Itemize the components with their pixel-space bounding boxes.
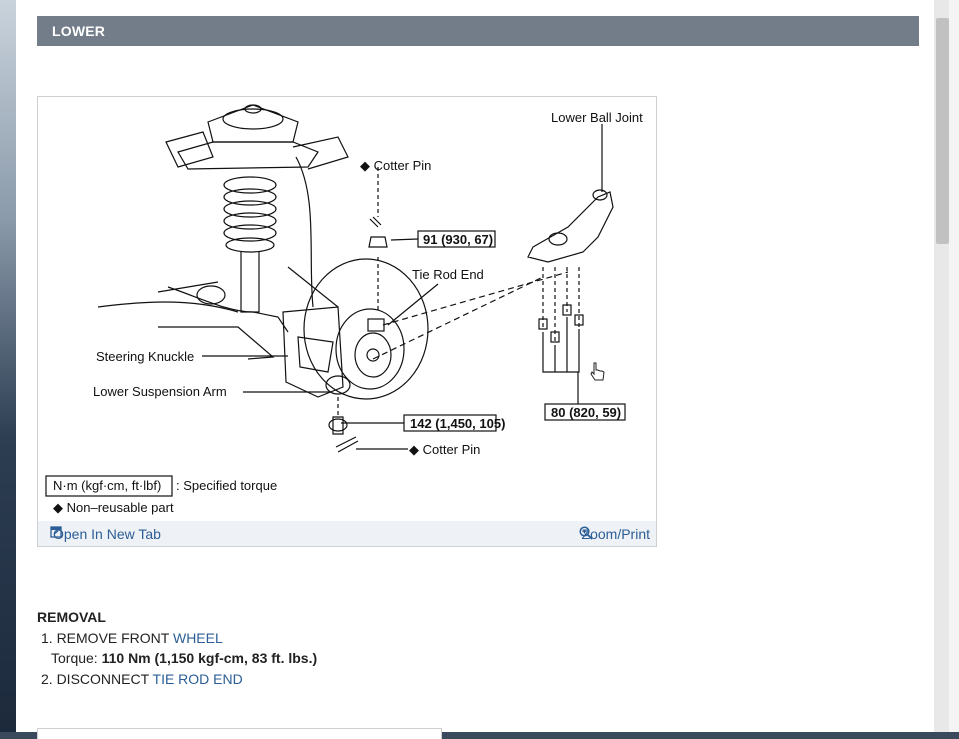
scrollbar-thumb[interactable] [936, 18, 949, 244]
window-edge [949, 0, 959, 732]
step-1-text: 1. REMOVE FRONT [41, 630, 173, 646]
torque-value-bottom: 142 (1,450, 105) [410, 416, 505, 431]
section-title: LOWER [52, 23, 106, 39]
torque-box-bottom [403, 414, 497, 432]
legend-nonreusable: ◆ Non–reusable part [53, 500, 174, 515]
label-steering-knuckle: Steering Knuckle [96, 349, 194, 364]
torque-spec: Torque: 110 Nm (1,150 kgf-cm, 83 ft. lbs… [51, 650, 317, 666]
ball-joint-drawing [527, 124, 614, 407]
torque-box-bolts [544, 403, 626, 421]
legend-unit: N·m (kgf·cm, ft·lbf) [53, 478, 161, 493]
fastener-drawing [335, 167, 569, 453]
diagram-figure: 91 (930, 67) 142 (1,450, 105) 80 (820, 5… [37, 96, 657, 547]
open-new-tab-label: Open In New Tab [53, 526, 161, 542]
hand-cursor-icon [590, 362, 605, 381]
label-cotter-pin-top: ◆ Cotter Pin [360, 158, 431, 173]
section-header: LOWER [37, 16, 919, 46]
strut-assembly-drawing [97, 104, 349, 360]
torque-box-top [417, 230, 496, 248]
tie-rod-end-link[interactable]: TIE ROD END [152, 671, 243, 687]
background-window [0, 0, 20, 732]
removal-step-1: 1. REMOVE FRONT WHEEL [41, 630, 223, 646]
label-lower-ball-joint: Lower Ball Joint [551, 110, 643, 125]
torque-label: Torque: [51, 650, 102, 666]
legend-unit-description: : Specified torque [176, 478, 277, 493]
label-lower-suspension-arm: Lower Suspension Arm [93, 384, 227, 399]
removal-heading: REMOVAL [37, 609, 106, 625]
step-2-text: 2. DISCONNECT [41, 671, 153, 687]
label-tie-rod-end: Tie Rod End [412, 267, 484, 282]
leader-lines [202, 238, 439, 450]
wheel-link[interactable]: WHEEL [172, 630, 223, 646]
suspension-diagram: 91 (930, 67) 142 (1,450, 105) 80 (820, 5… [45, 104, 643, 515]
figure-toolbar: Open In New Tab Zoom/Print [38, 521, 656, 546]
torque-value: 110 Nm (1,150 kgf-cm, 83 ft. lbs.) [101, 650, 318, 666]
label-cotter-pin-bottom: ◆ Cotter Pin [409, 442, 480, 457]
knuckle-hub-drawing [282, 258, 429, 435]
torque-value-top: 91 (930, 67) [423, 232, 493, 247]
legend-unit-box [45, 475, 173, 497]
torque-value-bolts: 80 (820, 59) [551, 405, 621, 420]
next-figure-frame [37, 728, 442, 739]
zoom-print-label: Zoom/Print [581, 526, 650, 542]
open-new-tab-link[interactable]: Open In New Tab [50, 526, 161, 542]
removal-step-2: 2. DISCONNECT TIE ROD END [41, 671, 243, 687]
zoom-print-link[interactable]: Zoom/Print [578, 526, 650, 542]
